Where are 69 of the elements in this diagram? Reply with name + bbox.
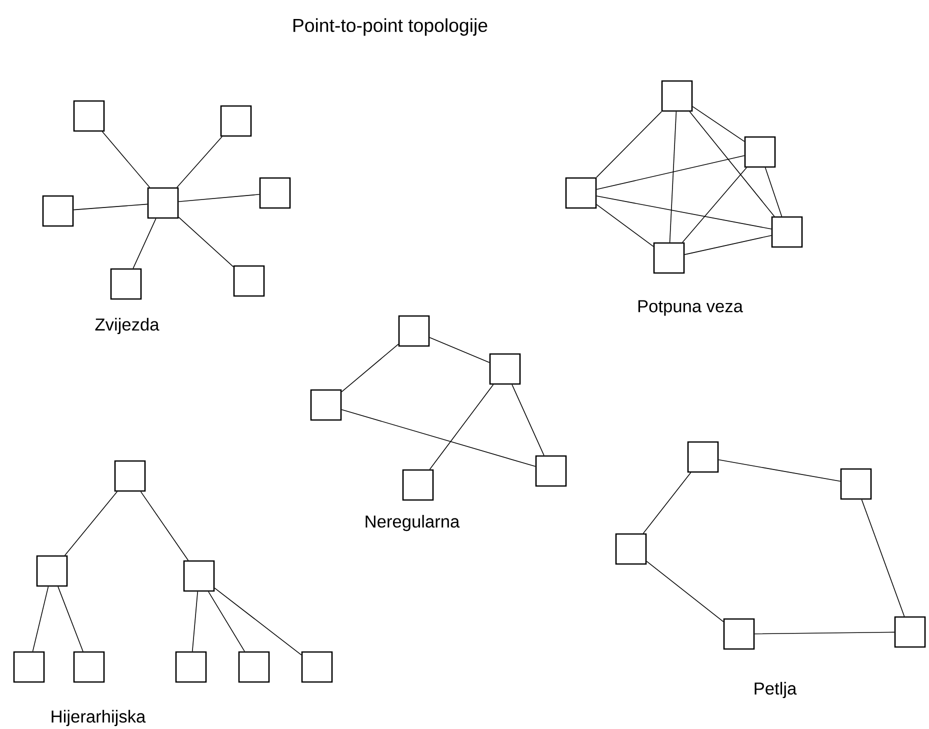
node-box xyxy=(615,533,647,565)
node-box xyxy=(310,389,342,421)
connector-line xyxy=(596,196,772,230)
connector-line xyxy=(512,384,544,456)
connector-line xyxy=(429,384,494,470)
node-box xyxy=(301,651,333,683)
connector-line xyxy=(58,586,84,652)
node-box xyxy=(110,268,142,300)
node-box xyxy=(661,80,693,112)
connector-line xyxy=(132,218,156,269)
connector-line xyxy=(429,337,490,363)
node-box xyxy=(653,242,685,274)
topology-label: Potpuna veza xyxy=(638,300,743,316)
node-box xyxy=(147,187,179,219)
connector-line xyxy=(684,235,772,255)
node-box xyxy=(535,455,567,487)
node-box xyxy=(183,560,215,592)
connector-line xyxy=(596,204,654,247)
node-box xyxy=(114,460,146,492)
node-box xyxy=(13,651,45,683)
node-box xyxy=(220,105,252,137)
topology-label: Petlja xyxy=(754,682,797,698)
node-box xyxy=(771,216,803,248)
node-box xyxy=(175,651,207,683)
connector-line xyxy=(208,591,245,652)
node-box xyxy=(259,177,291,209)
connector-line xyxy=(861,499,905,617)
node-box xyxy=(840,468,872,500)
node-box xyxy=(894,616,926,648)
connector-line xyxy=(140,491,189,561)
connector-line xyxy=(64,491,118,556)
connector-line xyxy=(754,632,895,634)
connector-line xyxy=(646,560,724,622)
connector-line xyxy=(102,131,150,188)
connector-line xyxy=(718,459,841,482)
connector-line xyxy=(178,216,234,268)
connector-line xyxy=(73,204,148,210)
connector-line xyxy=(682,167,747,243)
node-box xyxy=(73,100,105,132)
node-box xyxy=(744,136,776,168)
topology-label: Hijerarhijska xyxy=(52,710,146,726)
connector-line xyxy=(341,344,399,392)
connector-line xyxy=(192,591,198,652)
node-box xyxy=(687,441,719,473)
connector-line xyxy=(596,155,745,190)
connector-line xyxy=(642,472,692,534)
node-box xyxy=(238,651,270,683)
connector-line xyxy=(596,111,662,178)
node-box xyxy=(402,469,434,501)
connector-line xyxy=(178,194,260,202)
connector-line xyxy=(669,111,677,243)
connector-line xyxy=(692,106,745,142)
node-box xyxy=(489,353,521,385)
node-box xyxy=(723,618,755,650)
node-box xyxy=(73,651,105,683)
connector-line xyxy=(32,586,49,652)
topology-label: Neregularna xyxy=(366,514,460,532)
connector-line xyxy=(341,409,536,467)
connector-line xyxy=(214,588,302,656)
connector-line xyxy=(689,111,775,217)
node-box xyxy=(565,177,597,209)
connector-line xyxy=(176,136,222,188)
node-box xyxy=(42,195,74,227)
connector-line xyxy=(764,167,782,217)
node-box xyxy=(233,265,265,297)
node-box xyxy=(398,315,430,347)
topology-label: Zvijezda xyxy=(95,318,160,334)
title: Point-to-point topologije xyxy=(293,18,488,36)
node-box xyxy=(36,555,68,587)
